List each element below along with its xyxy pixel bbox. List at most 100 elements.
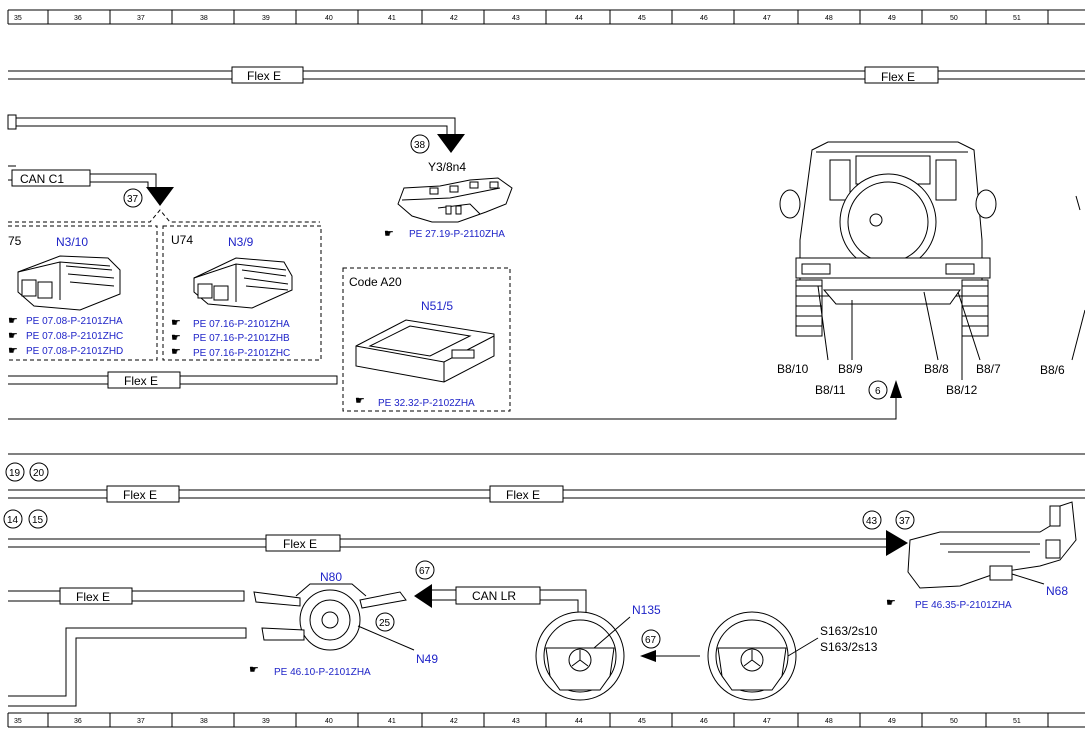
ruler-tick: 49 — [888, 15, 896, 22]
flex-e-bus-bottom: Flex E — [8, 587, 247, 707]
steering-wheel-illustration — [535, 611, 625, 701]
ruler-tick: 51 — [1013, 15, 1021, 22]
pointing-hand-icon: ☛ — [355, 395, 365, 407]
ruler-tick: 50 — [950, 15, 958, 22]
arrow-right-icon — [886, 530, 908, 556]
ref-circle — [3, 509, 23, 529]
ref-number: 37 — [899, 516, 911, 527]
ref-circle — [5, 462, 25, 482]
doc-reference[interactable]: PE 07.16-P-2101ZHA — [193, 319, 290, 330]
arrow-up-icon — [890, 380, 902, 398]
steering-rack-illustration — [907, 501, 1077, 589]
ruler-tick: 48 — [825, 15, 833, 22]
pointing-hand-icon: ☛ — [8, 345, 18, 357]
doc-reference[interactable]: PE 07.16-P-2101ZHB — [193, 333, 290, 344]
bus-label: Flex E — [506, 488, 540, 502]
bus-label: Flex E — [124, 374, 158, 388]
component-label: N51/5 — [421, 299, 453, 313]
ref-number: 25 — [379, 618, 391, 629]
ref-number: 20 — [33, 468, 45, 479]
pointing-hand-icon: ☛ — [384, 228, 394, 240]
bus-label: Flex E — [123, 488, 157, 502]
component-label: N80 — [320, 570, 342, 584]
sensor-label: B8/8 — [924, 362, 949, 376]
ref-circle — [28, 509, 48, 529]
ref-number: 19 — [9, 468, 21, 479]
component-label: U74 — [171, 233, 193, 247]
doc-reference[interactable]: PE 46.10-P-2101ZHA — [274, 667, 371, 678]
ref-number: 67 — [645, 635, 657, 646]
n3-9-group: U74 N3/9 ☛ PE 07.16-P-2101ZHA ☛ PE 07.16… — [162, 225, 322, 361]
ref-circle — [895, 510, 915, 530]
leader-line — [787, 637, 819, 657]
bus-label: Flex E — [881, 70, 915, 84]
ref-circle — [868, 380, 888, 400]
component-label: N3/10 — [56, 235, 88, 249]
ruler-tick: 47 — [763, 15, 771, 22]
sensor-label: B8/11 — [815, 383, 846, 397]
doc-reference[interactable]: PE 07.08-P-2101ZHD — [26, 346, 123, 357]
ref-number: 67 — [419, 566, 431, 577]
ruler-tick: 35 — [14, 15, 22, 22]
component-label: N68 — [1046, 584, 1068, 598]
pointing-hand-icon: ☛ — [249, 664, 259, 676]
ruler-tick: 41 — [388, 718, 396, 725]
vehicle-rear-illustration — [779, 141, 1085, 380]
doc-reference[interactable]: PE 07.08-P-2101ZHC — [26, 331, 123, 342]
pointing-hand-icon: ☛ — [8, 315, 18, 327]
component-label: N3/9 — [228, 235, 254, 249]
ruler-tick: 48 — [825, 718, 833, 725]
n3-10-group: 75 N3/10 ☛ PE 07.08-P-2101ZHA ☛ PE 07.08… — [8, 225, 158, 361]
sensor-label: B8/9 — [838, 362, 863, 376]
ecu-illustration — [193, 257, 293, 309]
ruler-tick: 41 — [388, 15, 396, 22]
pointing-hand-icon: ☛ — [171, 332, 181, 344]
flex-e-bus-n68: Flex E 43 37 — [8, 510, 915, 556]
flex-e-bus-n3: Flex E — [8, 371, 338, 389]
ruler-tick: 40 — [325, 718, 333, 725]
bus-label: CAN LR — [472, 589, 516, 603]
ruler-tick: 47 — [763, 718, 771, 725]
leader-line — [357, 625, 415, 651]
steering-column-module-illustration — [253, 583, 407, 651]
doc-reference[interactable]: PE 07.08-P-2101ZHA — [26, 316, 123, 327]
doc-reference[interactable]: PE 07.16-P-2101ZHC — [193, 348, 290, 359]
pointing-hand-icon: ☛ — [8, 330, 18, 342]
pointing-hand-icon: ☛ — [171, 346, 181, 358]
ruler-tick: 39 — [262, 718, 270, 725]
doc-reference[interactable]: PE 46.35-P-2101ZHA — [915, 600, 1012, 611]
ruler-tick: 42 — [450, 718, 458, 725]
ruler-tick: 42 — [450, 15, 458, 22]
ruler-tick: 38 — [200, 15, 208, 22]
ruler-tick: 35 — [14, 718, 22, 725]
arrow-left-icon — [640, 650, 656, 662]
ref-number: 6 — [875, 386, 881, 397]
component-label: Y3/8n4 — [428, 160, 466, 174]
component-label: N135 — [632, 603, 661, 617]
arrow-left-icon — [414, 584, 432, 608]
ruler-tick: 38 — [200, 718, 208, 725]
ref-number: 15 — [32, 515, 44, 526]
can-lr-bus: CAN LR 67 — [414, 560, 587, 612]
doc-reference[interactable]: PE 32.32-P-2102ZHA — [378, 398, 475, 409]
pointing-hand-icon: ☛ — [886, 597, 896, 609]
ruler-tick: 50 — [950, 718, 958, 725]
ref-circle — [641, 629, 661, 649]
doc-reference[interactable]: PE 27.19-P-2110ZHA — [409, 229, 505, 240]
bus-to-y3-8n4: 38 Y3/8n4 — [7, 114, 466, 174]
can-c1-bus: CAN C1 37 — [8, 165, 320, 223]
ref-circle — [123, 188, 143, 208]
switch-label: S163/2s13 — [820, 640, 878, 654]
ruler-tick: 46 — [700, 718, 708, 725]
arrow-down-icon — [146, 187, 174, 206]
ruler-tick: 45 — [638, 718, 646, 725]
steering-wheel-buttons-illustration — [707, 611, 797, 701]
arrow-down-icon — [437, 134, 465, 153]
bus-label: Flex E — [247, 69, 281, 83]
ref-circle — [862, 510, 882, 530]
ref-circle — [375, 612, 395, 632]
ruler-tick: 43 — [512, 15, 520, 22]
ref-circle — [29, 462, 49, 482]
ruler-tick: 51 — [1013, 718, 1021, 725]
